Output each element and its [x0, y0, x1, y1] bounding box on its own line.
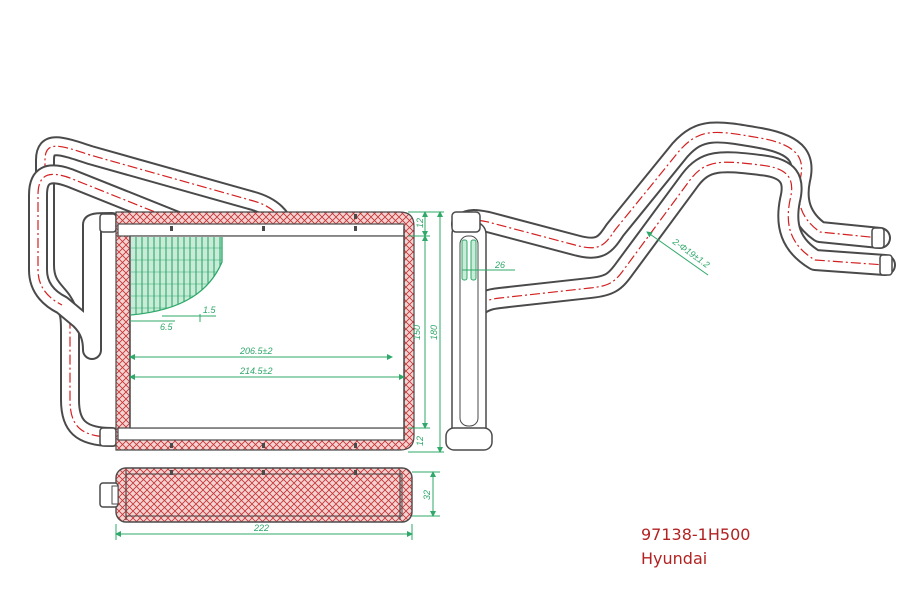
upper-pipe-centerline [44, 145, 291, 438]
outlet-nozzle-a [871, 227, 885, 249]
dim-bottom-thickness: 12 [415, 436, 425, 446]
front-dimensions [129, 211, 444, 453]
dim-top-thickness: 12 [415, 218, 425, 228]
tank-bolts [170, 214, 357, 448]
outlet-nozzle-b [879, 254, 893, 276]
top-tank [117, 223, 405, 237]
bottom-view [99, 467, 413, 523]
side-pipe-flange-bottom [445, 427, 493, 451]
pipe-flange-top [99, 213, 117, 233]
dim-fin-offset: 6.5 [160, 322, 174, 332]
side-pipe-a-centerline [461, 131, 881, 249]
vehicle-make: Hyundai [641, 549, 708, 568]
heater-core-front [115, 211, 415, 451]
dim-outer-width: 214.5±2 [239, 366, 272, 376]
lower-pipe-centerline [37, 173, 241, 306]
dim-core-depth: 32 [422, 490, 432, 500]
side-pipe-flange-top [451, 211, 481, 233]
part-number: 97138-1H500 [641, 525, 751, 544]
bottom-tank [117, 427, 405, 441]
dim-fin-pitch: 1.5 [203, 305, 217, 315]
side-pipe-b-centerline [469, 161, 886, 430]
dim-tube-height: 150 [412, 325, 422, 340]
dim-overall-height: 180 [429, 325, 439, 340]
side-core [451, 221, 487, 443]
dim-overall-width: 222 [253, 523, 269, 533]
dim-pipe-gap: 26 [494, 260, 505, 270]
pipe-flange-bottom [99, 427, 117, 447]
dim-inner-width: 206.5±2 [239, 346, 272, 356]
side-view [445, 121, 896, 451]
